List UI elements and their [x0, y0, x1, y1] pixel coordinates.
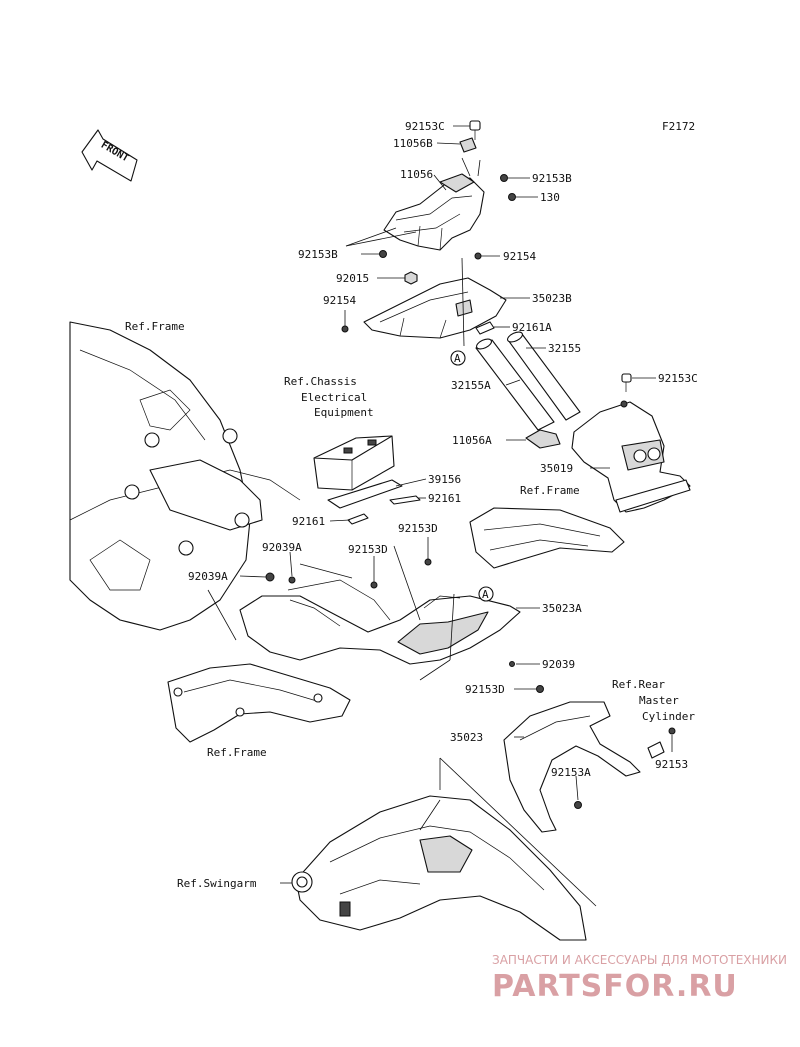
label-92153C-top: 92153C — [405, 120, 445, 133]
pipe-32155A-drawing — [475, 338, 555, 431]
ref-frame-right: Ref.Frame — [520, 484, 580, 497]
spacer-92161A-icon — [475, 321, 495, 335]
clip-11056A-icon — [525, 429, 561, 449]
bolt-92153C-right-icon — [621, 373, 632, 392]
watermark-logo: PARTSFOR.RU — [492, 969, 738, 1004]
label-11056: 11056 — [400, 168, 433, 181]
bolt-92153B-right-icon — [500, 174, 508, 182]
ref-rear-line3: Cylinder — [642, 710, 695, 723]
label-92039A-a: 92039A — [262, 541, 302, 554]
label-32155A: 32155A — [451, 379, 491, 392]
frame-lower-drawing — [167, 663, 351, 743]
label-35023: 35023 — [450, 731, 483, 744]
label-92039A-b: 92039A — [188, 570, 228, 583]
ref-rear-line1: Ref.Rear — [612, 678, 665, 691]
bolt-92153-icon — [647, 727, 676, 759]
label-92153C-right: 92153C — [658, 372, 698, 385]
callout-a-upper: A — [450, 350, 466, 366]
ref-chassis-line3: Equipment — [314, 406, 374, 419]
label-92154-right: 92154 — [503, 250, 536, 263]
fastener-92153C-top-icon — [469, 120, 481, 140]
label-92153A: 92153A — [551, 766, 591, 779]
watermark: ЗАПЧАСТИ И АКСЕССУАРЫ ДЛЯ МОТОТЕХНИКИ PA… — [492, 953, 787, 1004]
label-92161-left: 92161 — [292, 515, 325, 528]
label-35019: 35019 — [540, 462, 573, 475]
label-92153D-c: 92153D — [465, 683, 505, 696]
label-92153B-right: 92153B — [532, 172, 572, 185]
label-92153: 92153 — [655, 758, 688, 771]
bracket-35023B-drawing — [363, 277, 507, 339]
main-frame-drawing — [69, 321, 301, 631]
ref-frame-bottom: Ref.Frame — [207, 746, 267, 759]
label-92161-right: 92161 — [428, 492, 461, 505]
callout-a-upper-text: A — [454, 352, 461, 365]
label-35023B: 35023B — [532, 292, 572, 305]
ref-chassis-line1: Ref.Chassis — [284, 375, 357, 388]
label-92153B-left: 92153B — [298, 248, 338, 261]
label-92161A: 92161A — [512, 321, 552, 334]
bolt-92154-left-icon — [341, 325, 349, 333]
swingarm-drawing — [291, 795, 587, 941]
label-32155: 32155 — [548, 342, 581, 355]
label-35023A: 35023A — [542, 602, 582, 615]
pad-39156-icon — [327, 479, 403, 509]
cover-35023-drawing — [503, 685, 641, 833]
ref-chassis-line2: Electrical — [301, 391, 367, 404]
label-130: 130 — [540, 191, 560, 204]
label-39156: 39156 — [428, 473, 461, 486]
pipe-32155-drawing — [507, 331, 581, 421]
bracket-11056-drawing — [383, 173, 485, 251]
ref-rear-line2: Master — [639, 694, 679, 707]
callout-a-lower: A — [478, 586, 494, 602]
label-92015: 92015 — [336, 272, 369, 285]
label-92153D-a: 92153D — [398, 522, 438, 535]
callout-a-lower-text: A — [482, 588, 489, 601]
bolt-130-icon — [508, 193, 516, 201]
bolt-92154-right-icon — [474, 252, 482, 260]
label-92039: 92039 — [542, 658, 575, 671]
label-11056A: 11056A — [452, 434, 492, 447]
label-92153D-b: 92153D — [348, 543, 388, 556]
clip-11056B-icon — [459, 137, 477, 153]
label-11056B: 11056B — [393, 137, 433, 150]
bolt-92153B-left-icon — [379, 250, 387, 258]
nut-92015-icon — [404, 271, 418, 285]
band-92161-left-icon — [347, 513, 369, 525]
undertray-35023A-drawing — [239, 558, 521, 667]
band-92161-right-icon — [389, 495, 421, 505]
frame-rail-right-drawing — [469, 507, 625, 569]
leader-lines — [207, 125, 673, 907]
figure-code: F2172 — [662, 120, 695, 133]
battery-drawing — [313, 435, 395, 491]
ref-frame-top: Ref.Frame — [125, 320, 185, 333]
housing-35019-drawing — [571, 400, 691, 513]
front-arrow-icon: FRONT — [81, 129, 138, 182]
watermark-tagline: ЗАПЧАСТИ И АКСЕССУАРЫ ДЛЯ МОТОТЕХНИКИ — [492, 953, 787, 967]
label-92154-left: 92154 — [323, 294, 356, 307]
ref-swingarm: Ref.Swingarm — [177, 877, 257, 890]
